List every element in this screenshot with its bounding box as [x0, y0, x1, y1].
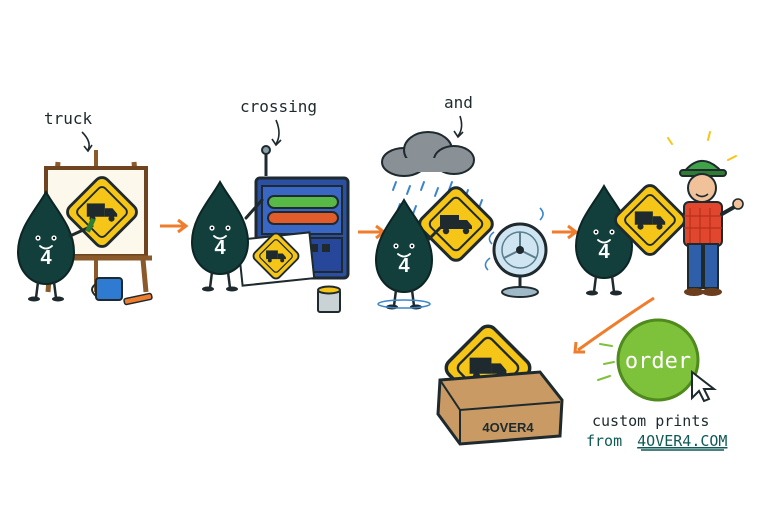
caption-arrow-3 — [457, 115, 463, 137]
caption-truck: truck — [44, 109, 93, 128]
caption-arrow-1 — [81, 131, 90, 151]
box-label: 4OVER4 — [482, 420, 534, 435]
fan-icon — [492, 222, 548, 298]
cta-line-2-prefix: from — [586, 432, 622, 450]
printing-press — [236, 145, 350, 287]
flow-arrow-1 — [160, 218, 189, 234]
character-badge-1: 4 — [40, 247, 52, 269]
cta-line-1: custom prints — [592, 412, 709, 430]
cloud-icon — [381, 131, 475, 177]
cursor-icon — [691, 369, 717, 403]
character-badge-4: 4 — [598, 241, 610, 263]
customer-figure — [667, 131, 744, 296]
cta-link[interactable]: 4OVER4.COM — [637, 432, 727, 450]
shipping-box: 4OVER4 — [436, 320, 564, 446]
paint-can-icon — [317, 285, 341, 313]
caption-and: and — [444, 93, 473, 112]
flow-arrow-2 — [358, 224, 387, 240]
cta-line-2: from 4OVER4.COM — [586, 432, 727, 450]
order-button[interactable]: order — [616, 318, 700, 402]
flow-arrow-4 — [573, 296, 655, 354]
character-badge-2: 4 — [214, 237, 226, 259]
order-button-label: order — [625, 349, 691, 374]
pencil-icon — [123, 292, 153, 306]
caption-arrow-2 — [275, 119, 280, 145]
caption-crossing: crossing — [240, 97, 317, 116]
cta-sparkles — [597, 343, 615, 381]
flow-arrow-3 — [552, 224, 579, 240]
mug-icon — [91, 277, 123, 301]
character-badge-3: 4 — [398, 255, 410, 277]
wind-lines — [484, 207, 544, 271]
